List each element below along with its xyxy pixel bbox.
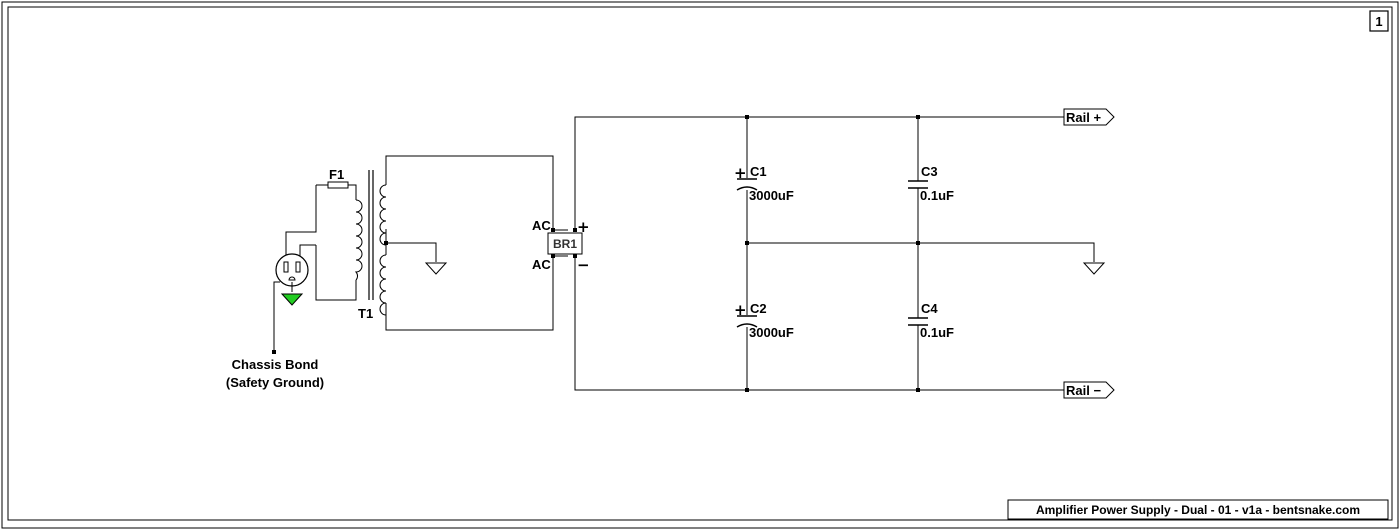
ac-bottom-label: AC (532, 257, 551, 272)
fuse-label: F1 (329, 167, 344, 182)
rectifier-label: BR1 (553, 237, 577, 251)
rail-positive-port: Rail + (1063, 108, 1115, 126)
sheet-number-box: 1 (1369, 10, 1389, 32)
chassis-bond-wire (273, 281, 280, 352)
c1-value: 3000uF (749, 188, 794, 203)
positive-rail-wire (574, 116, 1064, 230)
minus-terminal-label: − (577, 256, 590, 274)
c2-ref: C2 (750, 301, 767, 316)
bridge-rectifier-br1: BR1 AC AC + − (532, 218, 590, 274)
c3-ref: C3 (921, 164, 938, 179)
fuse-f1: F1 (327, 167, 349, 189)
capacitor-c2: + C2 3000uF (734, 301, 794, 340)
sheet-inner-border (7, 6, 1393, 521)
c3-value: 0.1uF (920, 188, 954, 203)
ac-top-label: AC (532, 218, 551, 233)
safety-ground-label: (Safety Ground) (226, 375, 324, 390)
safety-ground-symbol (280, 293, 304, 306)
chassis-bond-terminal (272, 350, 276, 354)
junction-dots (745, 115, 920, 392)
plus-terminal-label: + (577, 218, 590, 236)
c2-polarity: + (734, 301, 747, 319)
chassis-bond-label: Chassis Bond (232, 357, 319, 372)
center-tap-junction (384, 241, 388, 245)
center-tap-wire (386, 242, 437, 262)
rail-negative-port: Rail − (1063, 381, 1115, 399)
capacitor-c4: C4 0.1uF (908, 301, 954, 340)
c1-ref: C1 (750, 164, 767, 179)
c1-polarity: + (734, 164, 747, 182)
capacitor-c3: C3 0.1uF (908, 164, 954, 203)
output-ground-icon (1082, 262, 1106, 275)
secondary-bottom-wire (385, 255, 568, 331)
fuse-wire (316, 184, 357, 194)
title-block: Amplifier Power Supply - Dual - 01 - v1a… (1007, 499, 1389, 520)
sheet-number: 1 (1375, 14, 1382, 29)
midpoint-ground-wire (747, 242, 1095, 262)
outlet-hot-wire (285, 185, 317, 262)
capacitor-c1: + C1 3000uF (734, 164, 794, 203)
transformer-label: T1 (358, 306, 373, 321)
outlet-neutral-wire-b (315, 245, 357, 301)
negative-rail-wire (574, 256, 1064, 391)
c2-value: 3000uF (749, 325, 794, 340)
title-block-text: Amplifier Power Supply - Dual - 01 - v1a… (1036, 503, 1360, 517)
center-tap-ground-icon (424, 262, 448, 275)
power-outlet (275, 253, 309, 287)
c4-value: 0.1uF (920, 325, 954, 340)
c4-ref: C4 (921, 301, 938, 316)
rail-positive-label: Rail + (1066, 110, 1101, 125)
rail-negative-label: Rail − (1066, 383, 1101, 398)
secondary-top-wire (385, 155, 568, 231)
transformer-t1: T1 (354, 170, 387, 321)
